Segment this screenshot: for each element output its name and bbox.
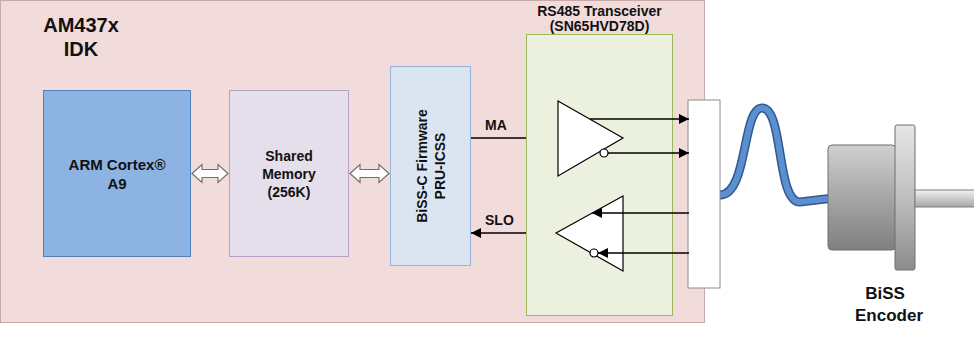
connector-block: [688, 100, 720, 288]
node-label: Shared Memory (256K): [249, 147, 329, 201]
encoder-drawing: [815, 105, 974, 280]
transceiver-box: RS485 Transceiver (SN65HVD78D): [526, 4, 673, 316]
cable-highlight: [720, 108, 834, 202]
wire: [592, 212, 689, 214]
signal-name: SLO: [485, 212, 514, 228]
board-region: AM437x IDK ARM Cortex® A9 Shared Memory (2…: [0, 0, 705, 323]
signal-label-holder: MA: [485, 116, 507, 134]
memory-box: Shared Memory (256K): [229, 90, 349, 257]
firmware-box: BiSS-C Firmware PRU-ICSS: [390, 66, 471, 266]
bus-arrow: [192, 165, 228, 183]
node-label: BiSS-C Firmware PRU-ICSS: [413, 96, 449, 236]
node-label: ARM Cortex® A9: [62, 155, 172, 193]
encoder: BiSS Encoder: [815, 105, 974, 335]
signal-line: [471, 232, 556, 234]
node-label: RS485 Transceiver (SN65HVD78D): [526, 4, 673, 34]
wire: [590, 118, 689, 120]
wire: [608, 152, 689, 154]
buffer-symbols: [526, 4, 726, 316]
inversion-bubble: [590, 249, 598, 257]
node-label: BiSS Encoder: [855, 105, 915, 327]
signal-name: MA: [485, 117, 507, 133]
transceiver-panel: [526, 34, 673, 316]
bus-arrow: [350, 165, 389, 183]
wire: [598, 252, 689, 254]
encoder-shaft: [915, 190, 974, 207]
inversion-bubble: [600, 149, 608, 157]
signal-line: [471, 137, 558, 139]
receiver-symbol: [556, 196, 623, 271]
rotated-text-holder: BiSS-C Firmware PRU-ICSS: [413, 96, 449, 236]
signal-label-holder: SLO: [485, 211, 514, 229]
encoder-flange: [895, 125, 915, 270]
processor-box: ARM Cortex® A9: [43, 90, 191, 257]
encoder-body: [828, 145, 896, 250]
node-label: AM437x IDK: [39, 13, 123, 61]
cable: [720, 108, 834, 202]
driver-symbol: [558, 101, 623, 176]
